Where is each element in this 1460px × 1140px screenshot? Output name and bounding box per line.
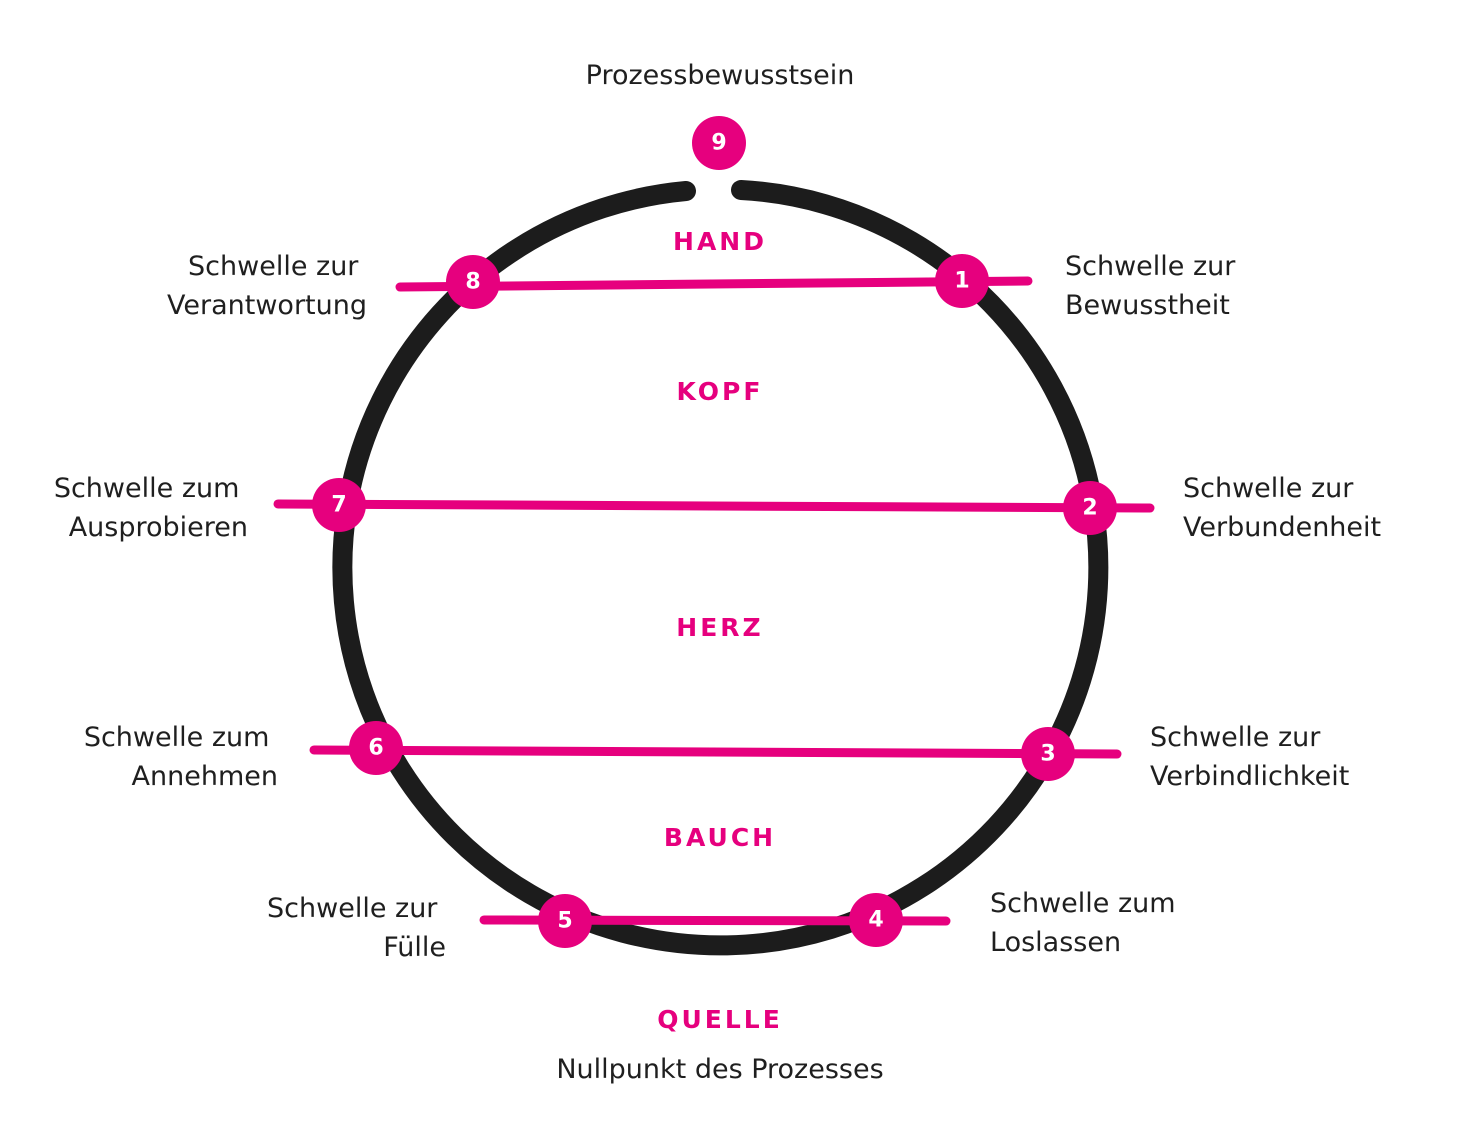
bottom-label: Nullpunkt des Prozesses (556, 1054, 883, 1085)
threshold-7-line-1: Schwelle zum (54, 473, 240, 504)
marker-circle (849, 893, 903, 947)
threshold-6-line-1: Schwelle zum (84, 722, 270, 753)
marker-circle (1021, 727, 1075, 781)
marker-number: 3 (1040, 742, 1055, 767)
threshold-4-line-2: Loslassen (990, 927, 1121, 958)
top-label: Prozessbewusstsein (586, 60, 855, 91)
threshold-marker-3: 3 (1021, 727, 1075, 781)
threshold-1-label: Schwelle zur Bewusstheit (1065, 251, 1244, 321)
marker-circle (1063, 481, 1117, 535)
threshold-5-label: Schwelle zur Fülle (267, 893, 446, 963)
threshold-line-3-6 (309, 745, 1122, 759)
threshold-marker-4: 4 (849, 893, 903, 947)
marker-circle (692, 116, 746, 170)
threshold-3-line-2: Verbindlichkeit (1150, 761, 1349, 792)
threshold-marker-5: 5 (538, 894, 592, 948)
threshold-marker-8: 8 (446, 255, 500, 309)
threshold-2-line-2: Verbundenheit (1183, 512, 1381, 543)
zone-label-bauch: BAUCH (664, 823, 776, 852)
threshold-line-2-7 (273, 499, 1155, 513)
marker-number: 9 (711, 131, 726, 156)
threshold-4-label: Schwelle zum Loslassen (990, 888, 1184, 958)
process-ring (332, 180, 1109, 956)
marker-circle (935, 254, 989, 308)
threshold-8-line-2: Verantwortung (167, 290, 367, 321)
threshold-3-label: Schwelle zur Verbindlichkeit (1150, 722, 1349, 792)
threshold-line-1-8 (395, 276, 1033, 292)
threshold-5-line-1: Schwelle zur (267, 893, 438, 924)
threshold-marker-1: 1 (935, 254, 989, 308)
threshold-8-line-1: Schwelle zur (188, 251, 359, 282)
marker-circle (349, 721, 403, 775)
threshold-marker-2: 2 (1063, 481, 1117, 535)
threshold-8-label: Schwelle zur Verantwortung (167, 251, 367, 321)
marker-number: 2 (1082, 496, 1097, 521)
marker-circle (312, 478, 366, 532)
marker-number: 5 (557, 909, 572, 934)
zone-label-hand: HAND (673, 227, 767, 256)
threshold-4-line-1: Schwelle zum (990, 888, 1176, 919)
threshold-1-line-2: Bewusstheit (1065, 290, 1230, 321)
marker-number: 1 (954, 269, 969, 294)
threshold-5-line-2: Fülle (383, 932, 446, 963)
zone-label-quelle: QUELLE (657, 1005, 783, 1034)
marker-number: 6 (368, 736, 383, 761)
threshold-2-line-1: Schwelle zur (1183, 473, 1354, 504)
marker-circle (446, 255, 500, 309)
zone-label-kopf: KOPF (677, 377, 764, 406)
marker-circle (538, 894, 592, 948)
threshold-marker-6: 6 (349, 721, 403, 775)
marker-number: 8 (465, 270, 480, 295)
marker-number: 4 (868, 908, 883, 933)
threshold-6-label: Schwelle zum Annehmen (84, 722, 278, 792)
threshold-2-label: Schwelle zur Verbundenheit (1183, 473, 1381, 543)
threshold-6-line-2: Annehmen (132, 761, 278, 792)
top-marker-9: 9 (692, 116, 746, 170)
threshold-1-line-1: Schwelle zur (1065, 251, 1236, 282)
threshold-3-line-1: Schwelle zur (1150, 722, 1321, 753)
threshold-7-line-2: Ausprobieren (69, 512, 248, 543)
marker-number: 7 (331, 493, 346, 518)
threshold-7-label: Schwelle zum Ausprobieren (54, 473, 248, 543)
threshold-marker-7: 7 (312, 478, 366, 532)
zone-label-herz: HERZ (676, 613, 763, 642)
